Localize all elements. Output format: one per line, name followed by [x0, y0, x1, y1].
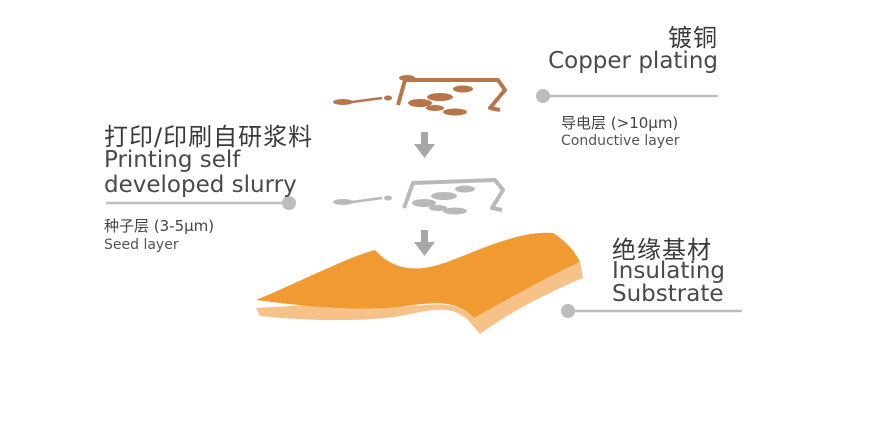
copper-plating-title-zh: 镀铜 — [668, 24, 718, 52]
seed-layer-label-zh: 种子层 (3-5μm) — [104, 217, 215, 235]
printing-slurry-title-en-line2: developed slurry — [104, 172, 297, 198]
down-arrow-1 — [414, 132, 435, 158]
conductive-layer-label-en: Conductive layer — [561, 133, 680, 149]
insulating-substrate-title-en-line1: Insulating — [612, 258, 725, 284]
connector-printing — [106, 196, 296, 210]
insulating-substrate — [256, 232, 583, 334]
insulating-substrate-title-zh: 绝缘基材 — [612, 236, 712, 264]
connector-substrate — [561, 304, 742, 318]
conductive-layer-label-zh: 导电层 (>10μm) — [561, 114, 679, 132]
copper-plating-title-en: Copper plating — [548, 48, 718, 74]
printing-slurry-title-zh: 打印/印刷自研浆料 — [104, 123, 314, 151]
insulating-substrate-title-en-line2: Substrate — [612, 281, 724, 307]
printing-slurry-title-en-line1: Printing self — [104, 147, 241, 173]
down-arrow-2 — [414, 230, 435, 256]
seed-circuit-layer — [333, 178, 505, 215]
seed-layer-label-en: Seed layer — [104, 237, 179, 253]
copper-circuit-layer — [333, 75, 507, 116]
connector-copper — [536, 89, 718, 103]
